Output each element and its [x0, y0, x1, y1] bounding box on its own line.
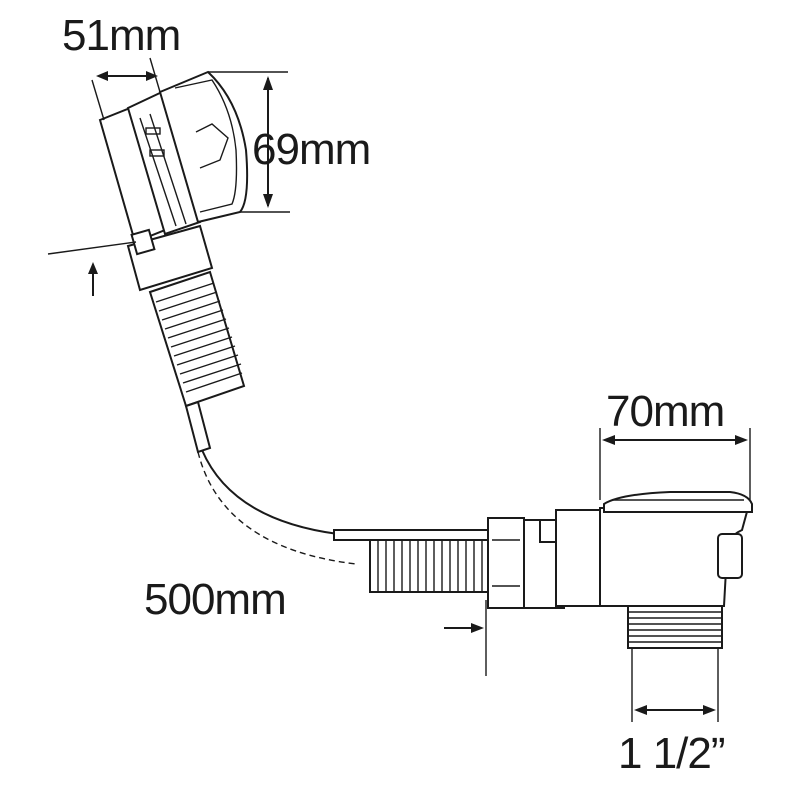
- cable-alternate-route: [197, 451, 357, 565]
- overflow-reference-marker: [47, 241, 137, 296]
- dimension-thread-marker: [631, 648, 719, 722]
- label-51mm: 51mm: [62, 11, 181, 60]
- dimension-70mm-marker: [599, 428, 751, 500]
- waste-plug-cap: [603, 491, 753, 513]
- label-69mm: 69mm: [252, 125, 371, 174]
- overflow-ribbed-tube: [148, 270, 246, 408]
- label-70mm: 70mm: [606, 387, 725, 436]
- overflow-cover: [158, 70, 249, 224]
- waste-side-port: [717, 533, 743, 579]
- waste-unit: [333, 491, 753, 649]
- dimension-69mm-marker: [208, 71, 290, 213]
- label-thread-size: 1 1/2”: [618, 729, 726, 778]
- waste-threaded-tail: [627, 605, 723, 649]
- waste-ribbed-tube: [369, 539, 493, 593]
- dimension-500mm-marker: [444, 600, 487, 676]
- label-500mm: 500mm: [144, 575, 287, 624]
- control-cable: [201, 449, 339, 535]
- waste-nut: [487, 517, 525, 609]
- dimension-51mm-marker: [91, 57, 161, 121]
- overflow-unit: [98, 70, 249, 454]
